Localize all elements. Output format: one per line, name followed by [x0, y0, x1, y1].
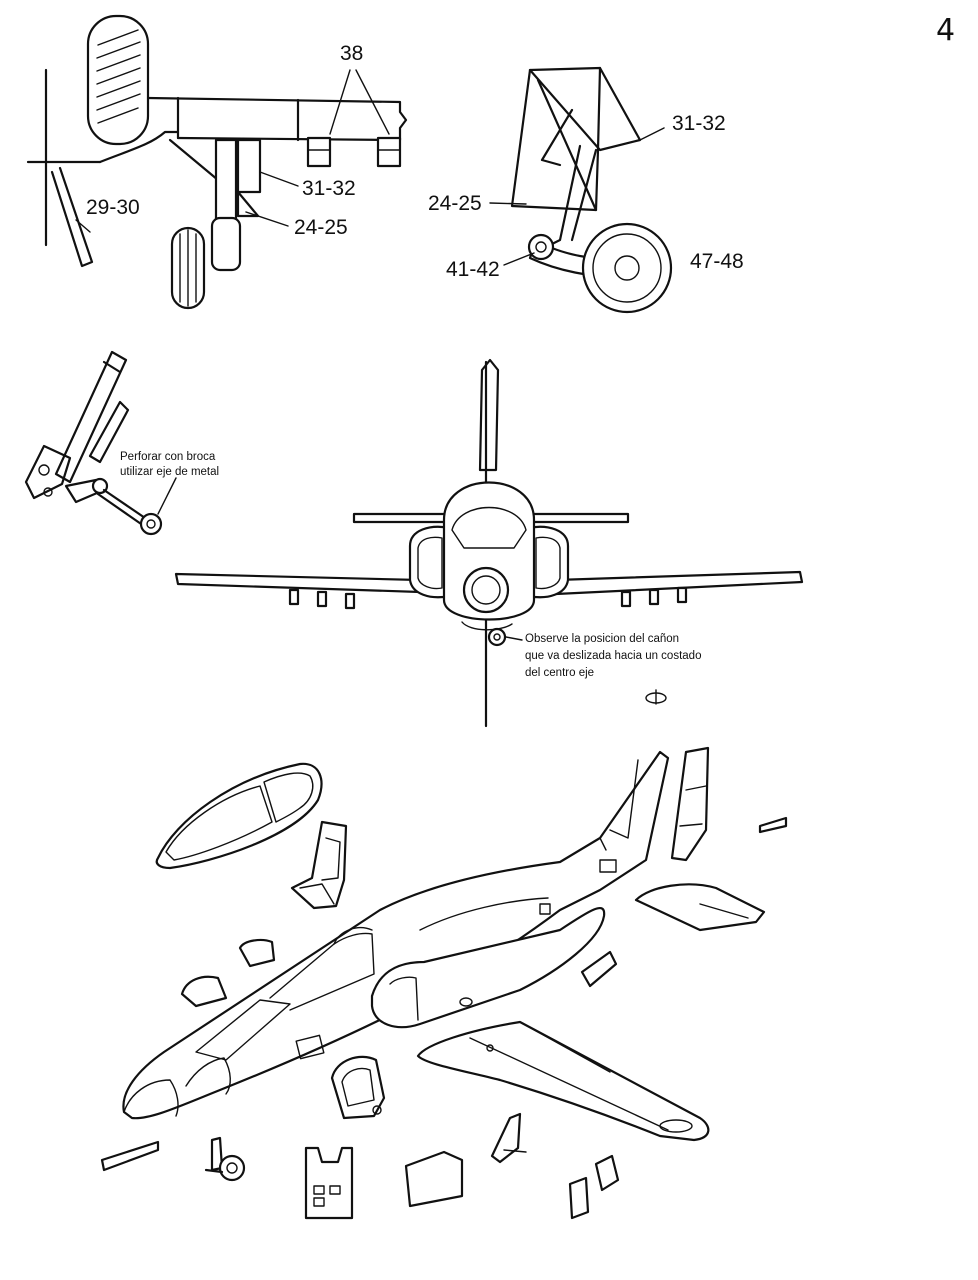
seat-back-panel-part	[304, 1146, 354, 1220]
wing-part	[416, 1020, 710, 1142]
callout-31-32-left: 31-32	[302, 177, 356, 200]
nose-gear-small-part	[204, 1136, 246, 1182]
callout-24-25-right: 24-25	[428, 192, 482, 215]
callout-31-32-right: 31-32	[672, 112, 726, 135]
note-cannon-line2: que va deslizada hacia un costado	[525, 650, 701, 662]
callout-47-48: 47-48	[690, 250, 744, 273]
note-drill-line2: utilizar eje de metal	[120, 466, 219, 478]
door-part-right	[594, 1154, 620, 1192]
tail-rudder-part	[670, 746, 710, 862]
callout-24-25-left: 24-25	[294, 216, 348, 239]
strut-drill-detail	[24, 350, 177, 536]
nose-gear-exploded	[489, 66, 673, 314]
aircraft-fuselage-exploded	[122, 750, 670, 1120]
small-panel-parts	[180, 938, 618, 1008]
main-gear-side-view	[26, 14, 408, 310]
strip-part	[100, 1140, 160, 1172]
intake-part	[330, 1055, 386, 1120]
page-number: 4	[936, 13, 955, 48]
small-tab-part	[758, 816, 788, 834]
note-drill-line1: Perforar con broca	[120, 451, 216, 463]
horizontal-stabilizer-part	[634, 883, 766, 932]
callout-41-42: 41-42	[446, 258, 500, 281]
ejection-seat-part	[290, 820, 348, 910]
note-cannon-line3: del centro eje	[525, 667, 594, 679]
door-part-left	[568, 1176, 590, 1220]
callout-29-30: 29-30	[86, 196, 140, 219]
note-cannon-line1: Observe la posicion del cañon	[525, 633, 679, 645]
block-part	[404, 1150, 464, 1208]
main-gear-small-part	[490, 1112, 527, 1164]
canopy-part	[155, 762, 323, 870]
aircraft-front-view	[174, 358, 804, 728]
callout-38: 38	[340, 42, 363, 65]
